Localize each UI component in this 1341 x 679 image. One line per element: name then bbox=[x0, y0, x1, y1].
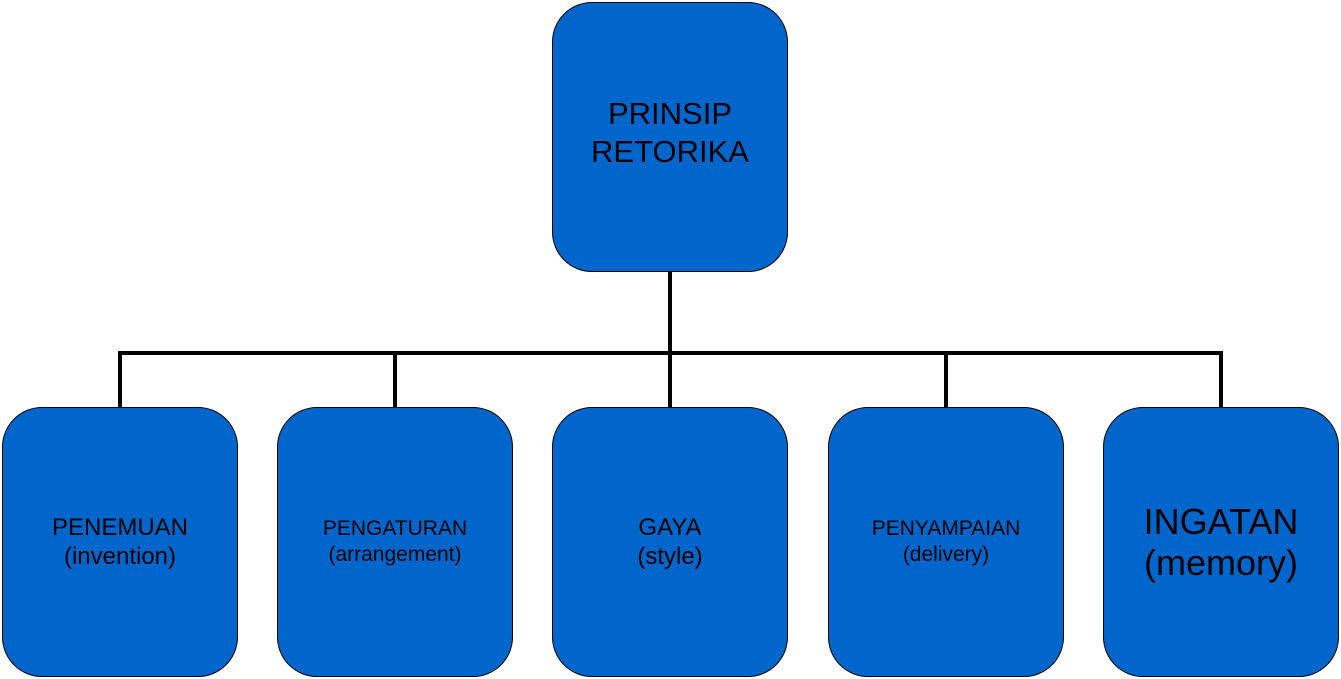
child-node-title: PENEMUAN bbox=[51, 513, 189, 541]
child-node-title: INGATAN bbox=[1143, 500, 1299, 542]
root-node-label-line-2: RETORIKA bbox=[591, 134, 749, 169]
child-node-title: PENGATURAN bbox=[322, 517, 468, 541]
child-node-penyampaian: PENYAMPAIAN (delivery) bbox=[828, 407, 1064, 677]
root-node-prinsip-retorika: PRINSIP RETORIKA bbox=[552, 2, 788, 272]
child-node-ingatan: INGATAN (memory) bbox=[1103, 407, 1339, 677]
child-node-subtitle: (arrangement) bbox=[328, 543, 462, 566]
root-node-label-line-1: PRINSIP bbox=[607, 96, 733, 132]
child-node-subtitle: (delivery) bbox=[902, 543, 990, 566]
child-node-pengaturan: PENGATURAN (arrangement) bbox=[277, 407, 513, 677]
child-node-title: GAYA bbox=[638, 513, 702, 541]
child-node-subtitle: (memory) bbox=[1144, 542, 1298, 583]
child-node-title: PENYAMPAIAN bbox=[871, 517, 1021, 541]
child-node-penemuan: PENEMUAN (invention) bbox=[2, 407, 238, 677]
child-node-gaya: GAYA (style) bbox=[552, 407, 788, 677]
child-node-subtitle: (style) bbox=[637, 543, 703, 570]
child-node-subtitle: (invention) bbox=[63, 543, 177, 570]
